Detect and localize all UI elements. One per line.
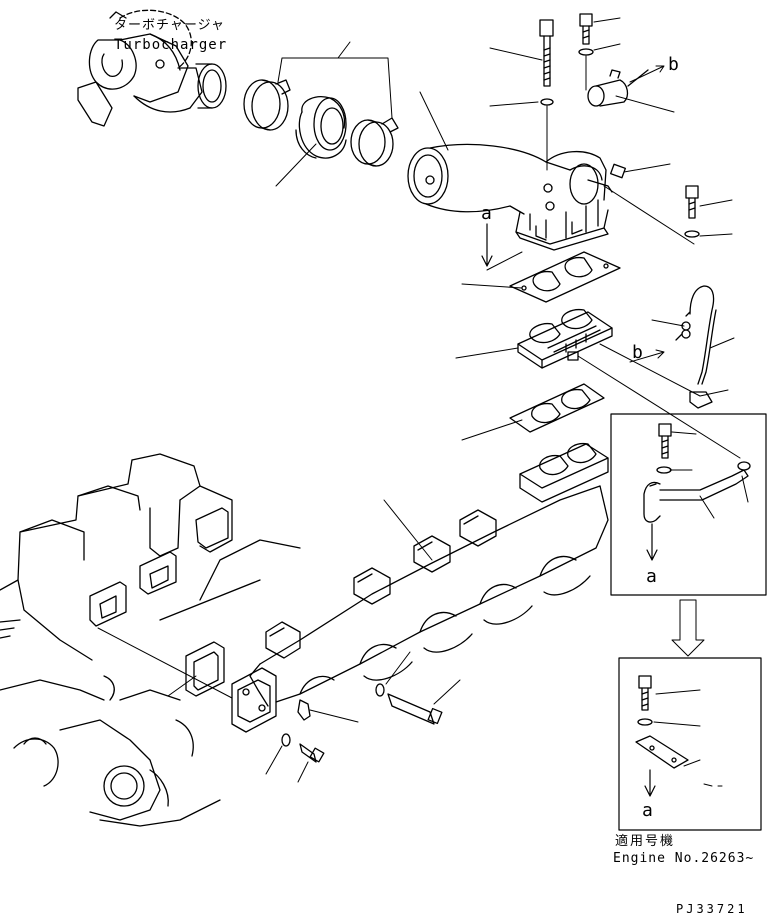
manifold-long-bolt <box>387 693 443 725</box>
flange-sensor-line <box>577 355 741 459</box>
engine-number: Engine No.26263~ <box>613 851 755 866</box>
detail-upper-washer <box>656 466 672 474</box>
detail-box-upper <box>610 413 767 596</box>
marker-b-mid: b <box>632 342 643 363</box>
guide-line-a <box>486 251 523 271</box>
marker-b-top: b <box>668 54 679 75</box>
marker-a-lower: a <box>642 800 653 821</box>
detail-pointer-arrow <box>671 599 705 657</box>
detail-lower-washer <box>637 718 653 726</box>
exhaust-sensor <box>587 69 649 107</box>
manifold-washer <box>375 683 385 697</box>
engine-block <box>0 453 301 827</box>
hose-clamp-right <box>350 117 399 167</box>
arrow-b-mid <box>629 349 665 363</box>
exhaust-manifold <box>231 442 609 733</box>
drawing-code: PJ33721 <box>676 902 748 916</box>
marker-a-detail: a <box>646 566 657 587</box>
flange-pipe-line <box>599 343 701 397</box>
side-bolt <box>685 185 699 219</box>
turbocharger-label-en: Turbocharger <box>114 37 228 53</box>
side-fitting-line <box>603 185 695 245</box>
adapter-flange <box>517 308 613 369</box>
detail-box-lower <box>618 657 762 831</box>
sensor-harness <box>675 285 717 409</box>
detail-lower-bolt <box>638 675 652 711</box>
detail-upper-bolt <box>658 423 672 459</box>
side-washer <box>684 230 700 238</box>
turbocharger <box>77 9 227 127</box>
arrow-a-detail <box>646 523 658 561</box>
gasket-upper <box>509 251 621 303</box>
exhaust-elbow <box>407 143 626 251</box>
manifold-gasket-end <box>185 641 225 697</box>
detail-bracket <box>635 735 689 769</box>
connector-sleeve <box>295 96 347 159</box>
bolt-insert-line <box>546 55 587 171</box>
clamp-leader <box>275 41 393 187</box>
long-bolt <box>539 19 554 87</box>
short-bolt-top <box>579 13 593 45</box>
detail-sensor-pipe <box>643 461 751 523</box>
arrow-a-lower <box>644 769 656 797</box>
washer-bolt <box>540 98 554 106</box>
arrow-b-top <box>629 65 665 83</box>
marker-a-top: a <box>481 203 492 224</box>
arrow-a-top <box>481 223 493 267</box>
applicable-label-jp: 適用号機 <box>615 834 676 849</box>
gasket-lower <box>509 383 605 433</box>
turbocharger-label-jp: ターボチャージャ <box>114 18 225 33</box>
hose-clamp-left <box>243 79 291 131</box>
washer-top <box>578 48 594 56</box>
end-washer <box>281 733 291 747</box>
port-connection-line <box>97 627 233 699</box>
end-bolt <box>299 743 325 763</box>
leader-lines <box>167 17 749 787</box>
